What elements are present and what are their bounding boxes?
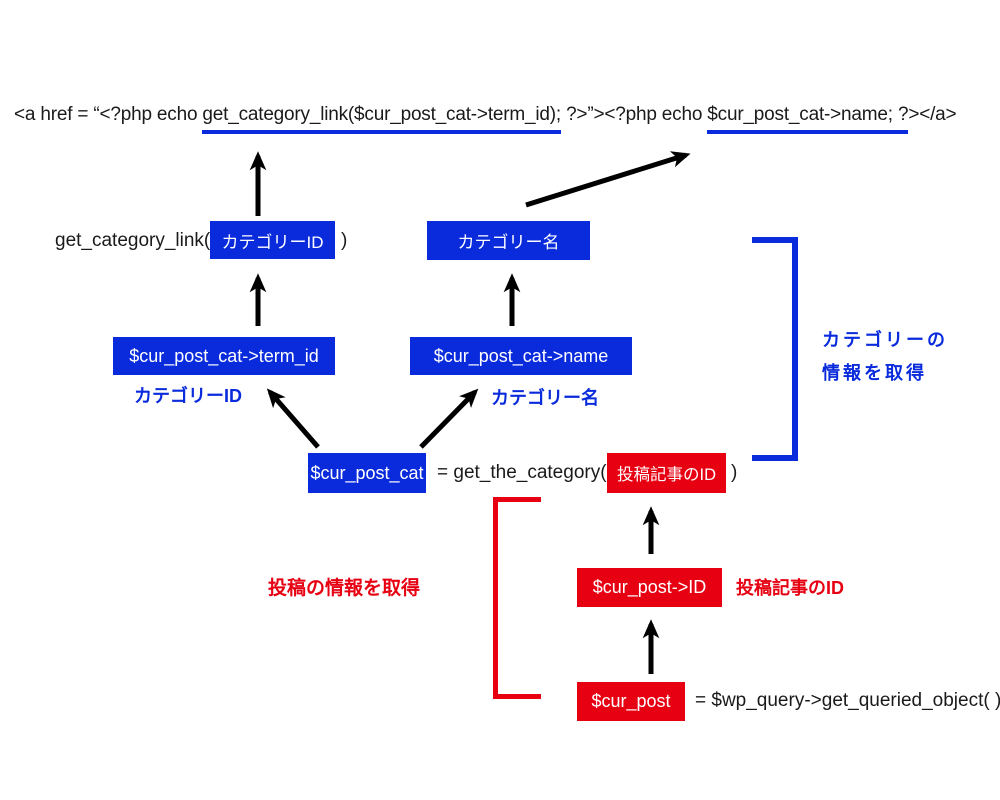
post-bracket-caption: 投稿の情報を取得 — [268, 578, 421, 599]
name-caption: カテゴリー名 — [491, 388, 599, 408]
code-seg-5: ></a> — [908, 104, 957, 125]
code-seg-term-id-underlined: get_category_link($cur_post_cat->term_id… — [202, 104, 561, 134]
cur-post-cat-name-box: $cur_post_cat->name — [410, 337, 632, 375]
cur-post-box: $cur_post — [577, 682, 685, 721]
term-id-caption: カテゴリーID — [134, 386, 242, 406]
cur-post-cat-term-id-box: $cur_post_cat->term_id — [113, 337, 335, 375]
arrow-curpostcat-to-name — [419, 388, 479, 449]
cur-post-id-caption: 投稿記事のID — [736, 578, 844, 598]
code-seg-name-underlined: $cur_post_cat->name; ? — [707, 104, 909, 134]
get-category-link-suffix: ) — [341, 230, 348, 251]
cur-post-cat-box: $cur_post_cat — [308, 453, 426, 493]
get-the-category-code: = get_the_category( — [437, 462, 607, 483]
post-info-bracket — [493, 497, 541, 699]
arrow-curpostcat-to-termid — [266, 388, 320, 449]
category-id-box: カテゴリーID — [210, 221, 335, 259]
post-id-arg-box: 投稿記事のID — [607, 453, 726, 493]
category-bracket-caption: カテゴリーの 情報を取得 — [822, 324, 948, 390]
category-bracket-caption-line1: カテゴリーの — [822, 330, 948, 350]
get-category-link-prefix: get_category_link( — [55, 230, 211, 251]
category-name-box: カテゴリー名 — [427, 221, 590, 260]
get-the-category-suffix: ) — [731, 462, 738, 483]
code-line: <a href = “<?php echo get_category_link(… — [14, 104, 957, 134]
code-seg-1: <a href = “<?php echo — [14, 104, 203, 125]
cur-post-id-box: $cur_post->ID — [577, 568, 722, 607]
category-info-bracket — [752, 237, 798, 461]
code-seg-3: ?>”><?php echo — [560, 104, 708, 125]
wp-query-code: = $wp_query->get_queried_object( ) — [695, 690, 1000, 711]
arrow-categoryname-to-anchor-text — [525, 151, 691, 208]
category-bracket-caption-line2: 情報を取得 — [822, 363, 927, 383]
